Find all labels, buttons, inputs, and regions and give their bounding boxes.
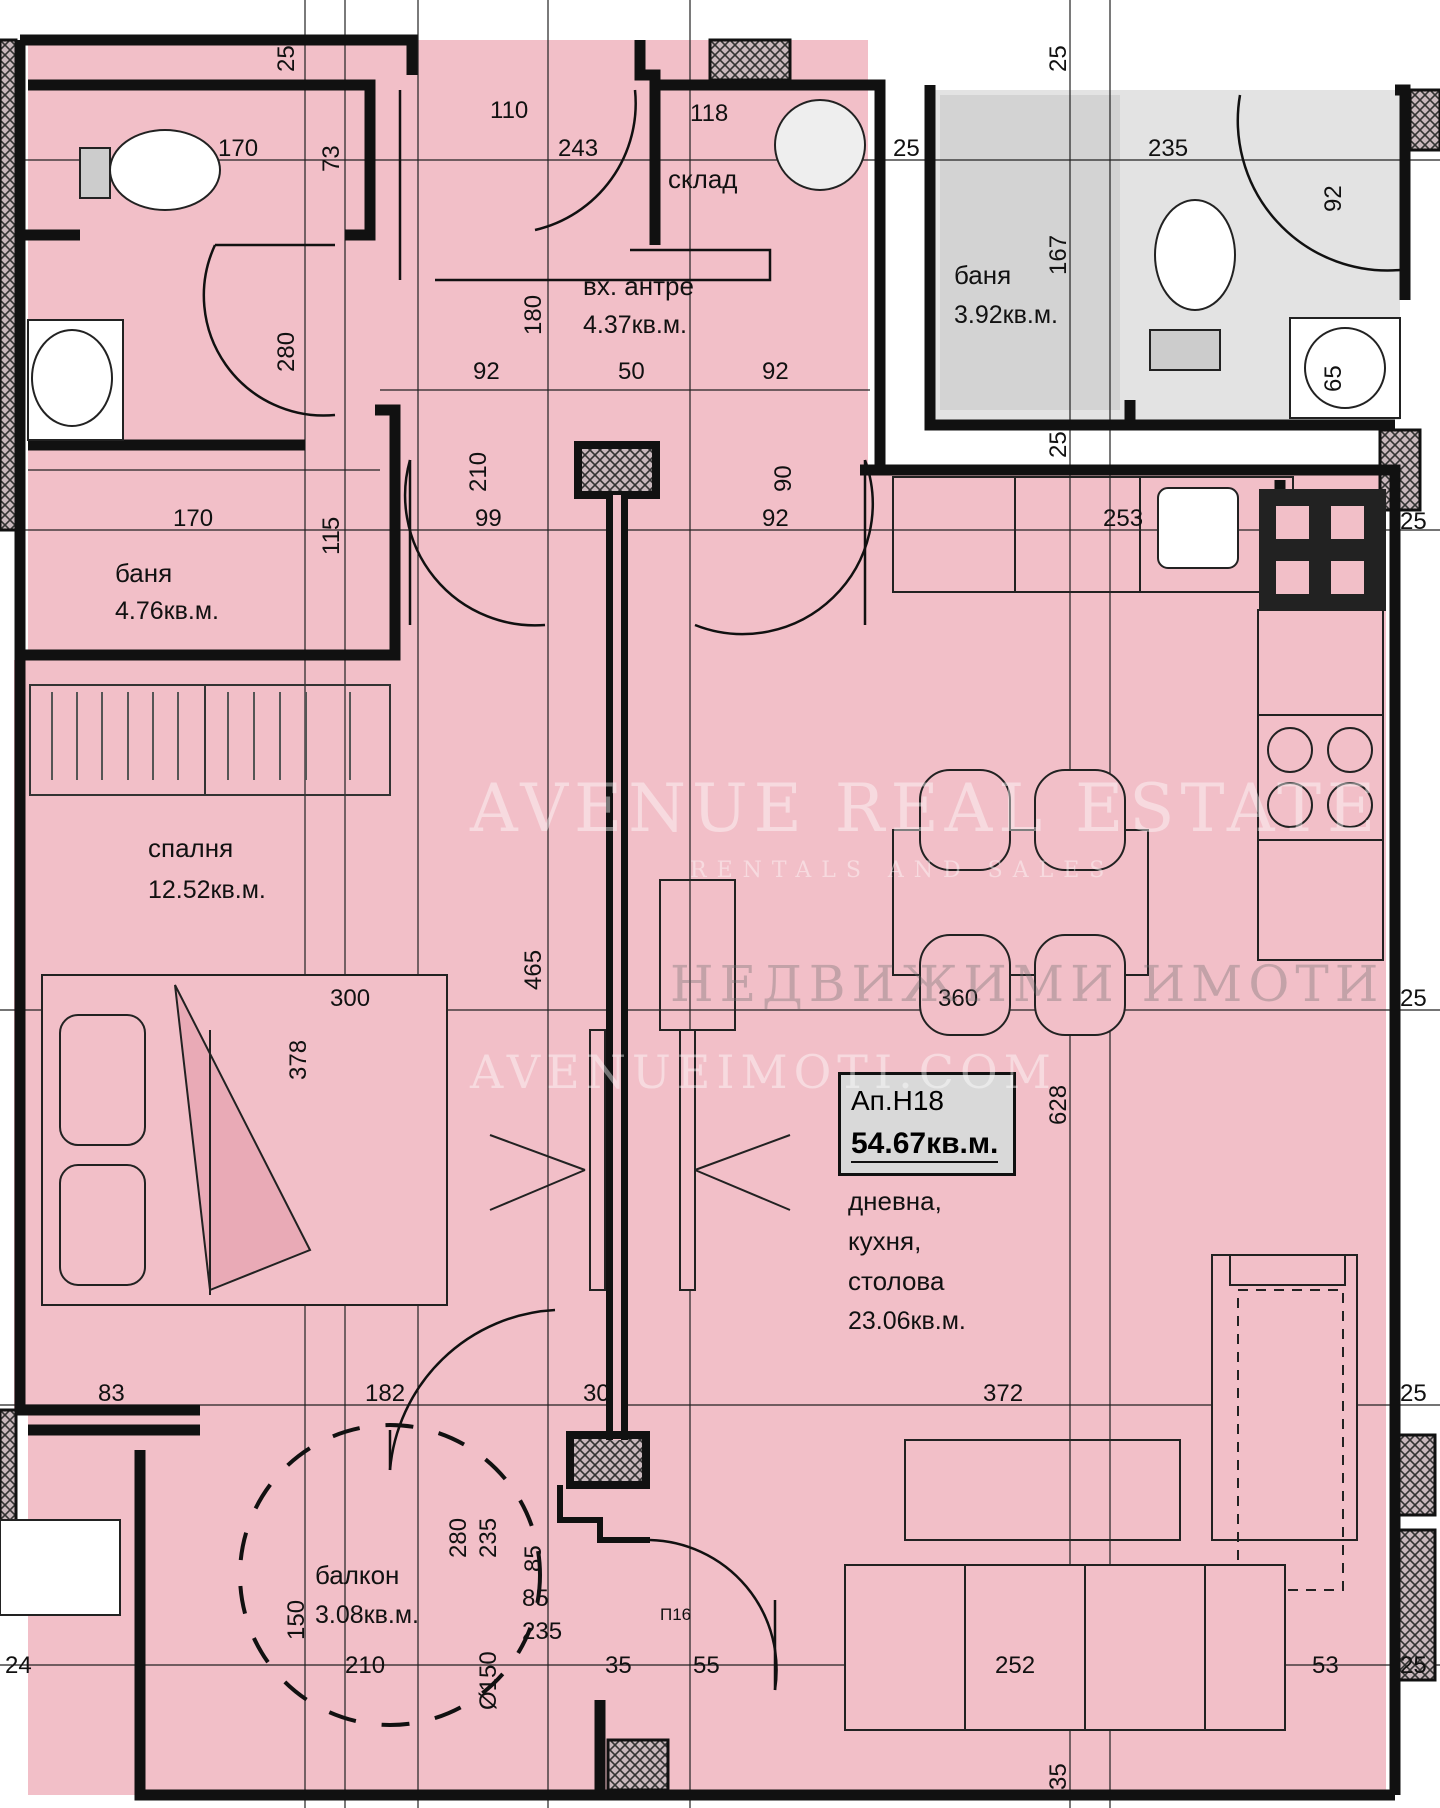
- dim-110: 110: [490, 97, 529, 124]
- bath-fixtures: [27, 99, 1401, 569]
- sofa: [844, 1254, 1358, 1731]
- dim-170-top: 170: [218, 135, 259, 162]
- wardrobe: [29, 684, 391, 796]
- room-bath-right-name: баня: [954, 260, 1012, 290]
- dim-25-right-3: 25: [1400, 1380, 1427, 1407]
- dim-25-right-1: 25: [1400, 508, 1427, 535]
- dim-35: 35: [605, 1652, 632, 1679]
- apartment-info-box: Ап.Н18 54.67кв.м.: [838, 1072, 1016, 1176]
- sliding-panels: [489, 879, 791, 1291]
- dim-378: 378: [285, 1039, 312, 1080]
- dim-118: 118: [690, 100, 729, 127]
- dim-25-right-2: 25: [1400, 985, 1427, 1012]
- watermark-line3: НЕДВИЖИМИ ИМОТИ: [670, 955, 1385, 1013]
- hatched-walls: [0, 38, 1440, 1792]
- dim-150-diam: Ø150: [475, 1651, 502, 1710]
- dim-25-top-right: 25: [1045, 45, 1072, 72]
- dim-180: 180: [520, 294, 547, 335]
- dim-150-v: 150: [283, 1599, 310, 1640]
- room-living-line1: дневна,: [848, 1186, 942, 1216]
- room-bedroom-area: 12.52кв.м.: [148, 876, 266, 904]
- room-living-area: 23.06кв.м.: [848, 1307, 966, 1335]
- room-living-line2: кухня,: [848, 1226, 922, 1256]
- room-storage-name: склад: [668, 164, 738, 194]
- dim-30: 30: [583, 1380, 610, 1407]
- watermark-line4: AVENUEIMOTI.COM: [470, 1045, 1057, 1099]
- dim-92-top: 92: [1320, 185, 1347, 212]
- dim-115: 115: [318, 516, 345, 555]
- dim-25-top-left: 25: [273, 45, 300, 72]
- dim-85-b: 85: [522, 1585, 549, 1612]
- balcony-rotation-circle: [238, 1423, 542, 1727]
- dim-235-top: 235: [1148, 135, 1189, 162]
- room-balcony-area: 3.08кв.м.: [315, 1601, 419, 1629]
- doors: [202, 89, 1401, 1691]
- room-entrance-name: вх. антре: [583, 271, 694, 301]
- watermark-line1: AVENUE REAL ESTATE: [470, 770, 1382, 847]
- dim-90-a: 90: [770, 465, 797, 492]
- dim-235-c: 235: [522, 1618, 563, 1645]
- marker-p16: П16: [660, 1605, 692, 1624]
- dim-92-b: 92: [762, 358, 789, 385]
- dim-252: 252: [995, 1652, 1036, 1679]
- dim-360: 360: [938, 985, 979, 1012]
- dim-53: 53: [1312, 1652, 1339, 1679]
- dim-280-left: 280: [273, 331, 300, 372]
- dim-167: 167: [1045, 234, 1072, 275]
- room-bath-left-area: 4.76кв.м.: [115, 597, 219, 625]
- dim-73: 73: [318, 145, 345, 172]
- dim-253: 253: [1103, 505, 1144, 532]
- dim-170-mid: 170: [173, 505, 214, 532]
- dim-372: 372: [983, 1380, 1024, 1407]
- dim-65: 65: [1320, 365, 1347, 392]
- dim-85-a: 85: [520, 1545, 547, 1572]
- balcony-railing: [0, 1519, 121, 1616]
- dim-210-a: 210: [465, 451, 492, 492]
- dim-25-mid-right: 25: [1045, 431, 1072, 458]
- room-bedroom-name: спалня: [148, 833, 234, 863]
- bed: [41, 974, 448, 1306]
- dim-24: 24: [5, 1652, 32, 1679]
- dim-99: 99: [475, 505, 502, 532]
- apartment-total-area: 54.67кв.м.: [851, 1127, 999, 1163]
- dim-50: 50: [618, 358, 645, 385]
- dim-210-balc: 210: [345, 1652, 386, 1679]
- room-living-line3: столова: [848, 1266, 945, 1296]
- room-bath-right-area: 3.92кв.м.: [954, 301, 1058, 329]
- room-bath-left-name: баня: [115, 558, 173, 588]
- dim-92-c: 92: [762, 505, 789, 532]
- dim-35-bottom: 35: [1045, 1763, 1072, 1790]
- dim-25-top-mid: 25: [893, 135, 920, 162]
- dim-83: 83: [98, 1380, 125, 1407]
- dim-92-a: 92: [473, 358, 500, 385]
- apartment-number: Ап.Н18: [851, 1085, 944, 1116]
- dining-set: [892, 769, 1149, 1036]
- dim-243: 243: [558, 135, 599, 162]
- dim-55: 55: [693, 1652, 720, 1679]
- dim-465: 465: [520, 949, 547, 990]
- dim-280-balc: 280: [445, 1517, 472, 1558]
- room-balcony-name: балкон: [315, 1560, 400, 1590]
- walls: [14, 34, 1411, 1801]
- dim-25-bottom-right: 25: [1400, 1652, 1427, 1679]
- kitchen: [892, 476, 1386, 961]
- watermark-line2: RENTALS AND SALES: [690, 858, 1115, 883]
- partition-wall: [557, 441, 660, 1543]
- dim-182: 182: [365, 1380, 406, 1407]
- room-entrance-area: 4.37кв.м.: [583, 311, 687, 339]
- dim-300: 300: [330, 985, 371, 1012]
- dim-235-balc: 235: [475, 1517, 502, 1558]
